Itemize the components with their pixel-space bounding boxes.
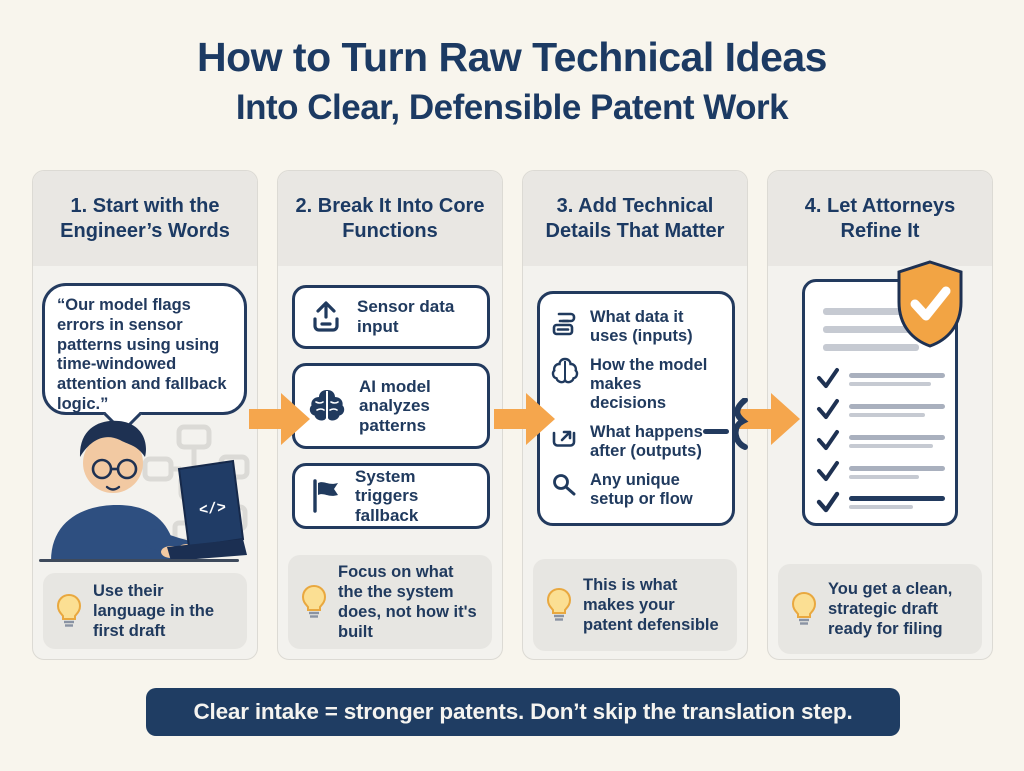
list-item: Any unique setup or flow xyxy=(550,471,722,509)
list-item-label: What data it uses (inputs) xyxy=(590,308,693,345)
list-item: What happens after (outputs) xyxy=(550,423,722,461)
decorative-squiggle xyxy=(732,398,749,450)
brain-outline-icon xyxy=(551,357,579,384)
function-box-label: System triggers fallback xyxy=(355,466,419,525)
magnifier-icon xyxy=(553,474,576,496)
arrow-right-icon xyxy=(739,393,800,445)
function-box-label: AI model analyzes patterns xyxy=(359,376,431,435)
page-title-line1: How to Turn Raw Technical Ideas xyxy=(197,34,827,80)
shield-check-icon xyxy=(897,260,963,348)
arrow-right-icon xyxy=(249,393,310,445)
step-3-card: 3. Add Technical Details That Matter Wha… xyxy=(522,170,748,660)
checklist-row xyxy=(817,430,945,450)
list-item: How the model makes decisions xyxy=(550,356,722,413)
upload-icon xyxy=(313,301,339,332)
technical-details-list: What data it uses (inputs) How the model… xyxy=(537,291,735,526)
step-1-card: 1. Start with the Engineer’s Words “Our … xyxy=(32,170,258,660)
step-4-title: 4. Let Attorneys Refine It xyxy=(768,171,992,266)
brain-icon xyxy=(309,390,345,421)
list-item: What data it uses (inputs) xyxy=(550,308,722,346)
step-4-tip-text: You get a clean, strategic draft ready f… xyxy=(828,579,953,639)
checklist-row xyxy=(817,461,945,481)
list-item-label: How the model makes decisions xyxy=(590,356,708,412)
flag-icon xyxy=(313,479,338,513)
list-item-label: Any unique setup or flow xyxy=(590,471,693,509)
function-box-ai-model: AI model analyzes patterns xyxy=(292,363,490,449)
checklist-row xyxy=(817,368,945,388)
checklist-row xyxy=(816,491,945,513)
step-3-title: 3. Add Technical Details That Matter xyxy=(523,171,747,266)
lightbulb-icon xyxy=(56,593,82,627)
lightbulb-icon xyxy=(546,587,572,621)
list-item-label: What happens after (outputs) xyxy=(590,423,703,460)
footer-banner: Clear intake = stronger patents. Don’t s… xyxy=(146,688,900,736)
doc-text-line xyxy=(823,344,919,351)
function-box-sensor-input: Sensor data input xyxy=(292,285,490,349)
decorative-dash xyxy=(703,429,729,434)
lightbulb-icon xyxy=(301,584,327,618)
checklist-document xyxy=(802,260,963,526)
step-4-tip: You get a clean, strategic draft ready f… xyxy=(778,564,982,654)
speech-bubble: “Our model flags errors in sensor patter… xyxy=(42,283,247,415)
step-1-tip: Use their language in the first draft xyxy=(43,573,247,649)
step-2-title: 2. Break It Into Core Functions xyxy=(278,171,502,266)
function-box-label: Sensor data input xyxy=(357,297,455,336)
laptop-code-label: </> xyxy=(198,499,227,519)
step-1-tip-text: Use their language in the first draft xyxy=(93,581,215,641)
step-1-title: 1. Start with the Engineer’s Words xyxy=(33,171,257,266)
doc-text-line xyxy=(823,308,919,315)
layers-icon xyxy=(552,312,576,336)
function-box-fallback: System triggers fallback xyxy=(292,463,490,529)
checklist-row xyxy=(817,399,945,419)
page-title-line2: Into Clear, Defensible Patent Work xyxy=(235,88,789,127)
lightbulb-icon xyxy=(791,591,817,625)
step-2-tip-text: Focus on what the the system does, not h… xyxy=(338,562,477,642)
engineer-illustration: </> xyxy=(51,420,247,561)
output-icon xyxy=(552,430,576,447)
step-3-tip-text: This is what makes your patent defensibl… xyxy=(583,575,719,635)
desk-line xyxy=(39,559,239,562)
arrow-right-icon xyxy=(494,393,555,445)
step-2-tip: Focus on what the the system does, not h… xyxy=(288,555,492,649)
doc-text-line xyxy=(823,326,919,333)
step-4-card: 4. Let Attorneys Refine It xyxy=(767,170,993,660)
footer-text: Clear intake = stronger patents. Don’t s… xyxy=(193,699,853,724)
step-3-tip: This is what makes your patent defensibl… xyxy=(533,559,737,651)
